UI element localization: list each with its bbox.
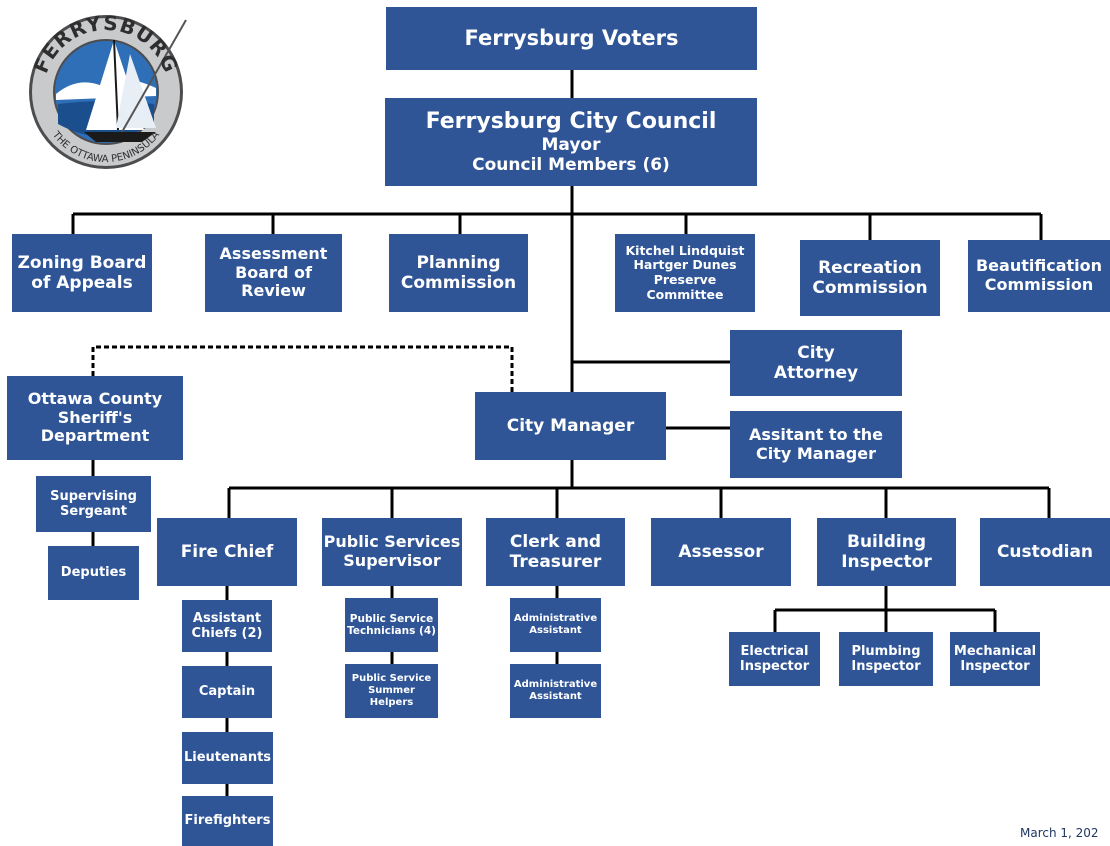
node-line: Supervisor [343, 551, 441, 570]
node-line: Treasurer [509, 552, 602, 572]
node-line: Kitchel Lindquist [625, 242, 745, 258]
node-line: Assessor [678, 541, 764, 562]
node-line: Technicians (4) [347, 625, 436, 637]
node-line: Lieutenants [183, 750, 272, 766]
node-line: Sheriff's [57, 407, 133, 427]
node-assessor: Assessor [651, 518, 791, 586]
node-line: Plumbing [851, 643, 921, 659]
node-fire-chief: Fire Chief [157, 518, 297, 586]
node-line: Commission [984, 275, 1094, 294]
node-lieutenants: Lieutenants [182, 732, 273, 784]
node-line: Assistant [529, 691, 582, 702]
node-line: Public Services [323, 532, 461, 552]
node-line: Inspector [960, 659, 1030, 674]
node-firefighters: Firefighters [182, 796, 273, 846]
node-line: Building [847, 531, 926, 552]
ferrysburg-logo: FERRYSBURG THE OTTAWA PENINSULA [29, 12, 187, 169]
node-line: Public Service [349, 612, 434, 625]
node-line: Preserve [653, 272, 717, 287]
node-line: Ferrysburg City Council [425, 108, 717, 134]
node-line: Custodian [996, 541, 1094, 562]
node-line: Committee [646, 286, 724, 302]
node-line: Board of [235, 262, 312, 282]
node-line: Deputies [60, 565, 127, 581]
node-city-manager: City Manager [475, 392, 666, 460]
node-line: Commission [812, 278, 928, 298]
node-line: Commission [400, 273, 517, 293]
node-line: Ferrysburg Voters [464, 26, 679, 51]
node-line: City Manager [506, 415, 635, 436]
node-line: Summer Helpers [368, 685, 415, 708]
node-line: Sergeant [60, 504, 127, 519]
node-line: Assessment [219, 243, 328, 263]
node-line: Planning [416, 252, 501, 273]
node-deputies: Deputies [48, 546, 139, 600]
node-line: Captain [198, 684, 256, 700]
node-line: Recreation [818, 257, 922, 278]
node-line: Assitant to the [748, 424, 884, 444]
node-line: Beautification [975, 256, 1103, 276]
node-line: Clerk and [509, 531, 602, 552]
node-line: Administrative [513, 679, 598, 691]
date-label: March 1, 202 [1020, 826, 1099, 840]
node-line: Zoning Board [17, 252, 147, 273]
node-line: Assistant [529, 625, 582, 636]
node-line: Administrative [513, 613, 598, 625]
node-custodian: Custodian [980, 518, 1110, 586]
node-line: City [797, 342, 835, 363]
node-captain: Captain [182, 666, 272, 718]
node-line: Inspector [841, 552, 932, 572]
node-line: Assistant [192, 610, 262, 626]
node-line: Ottawa County [27, 388, 163, 408]
node-line: Supervising [50, 488, 137, 504]
node-line: Fire Chief [180, 541, 274, 562]
node-ferrysburg-voters: Ferrysburg Voters [386, 7, 757, 70]
node-line: Council Members (6) [472, 154, 670, 175]
node-line: Inspector [851, 659, 921, 674]
node-line: City Manager [756, 443, 876, 463]
node-line: Firefighters [184, 813, 271, 829]
node-line: Hartger Dunes [633, 257, 737, 273]
node-line: Mayor [541, 134, 601, 155]
node-line: Inspector [739, 659, 810, 674]
node-line: Mechanical [953, 643, 1037, 659]
node-line: Chiefs (2) [191, 626, 263, 641]
node-line: Attorney [773, 363, 859, 383]
node-line: Department [40, 426, 150, 446]
node-line: Review [241, 281, 306, 301]
node-line: of Appeals [31, 273, 133, 293]
node-line: Public Service [351, 673, 432, 685]
node-line: Electrical [740, 643, 809, 659]
